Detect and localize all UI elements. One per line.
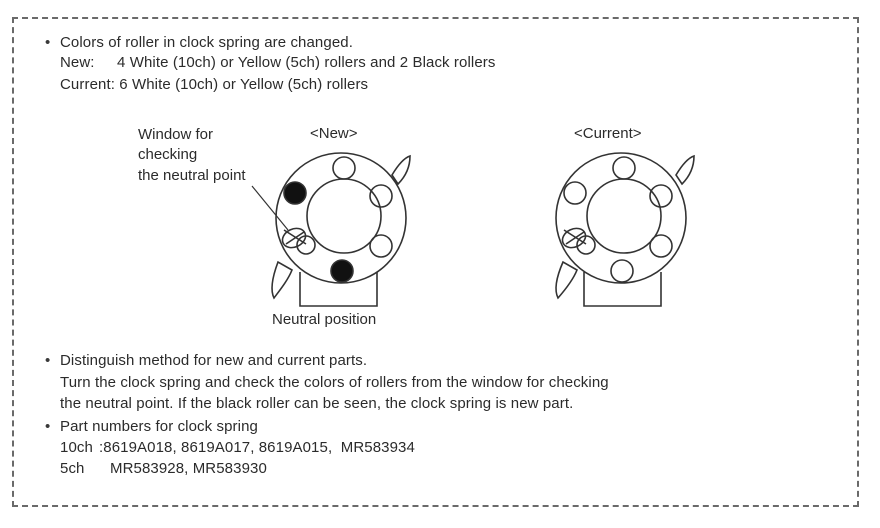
distinguish-line1: Turn the clock spring and check the colo… bbox=[60, 374, 609, 391]
current-inner-ring bbox=[586, 178, 662, 254]
new-diagram-title: <New> bbox=[310, 125, 358, 142]
new-description: 4 White (10ch) or Yellow (5ch) rollers a… bbox=[117, 54, 496, 71]
new-outer-ring bbox=[275, 152, 407, 284]
distinguish-line2: the neutral point. If the black roller c… bbox=[60, 395, 574, 412]
distinguish-heading: Distinguish method for new and current p… bbox=[60, 352, 368, 369]
new-inner-ring bbox=[306, 178, 382, 254]
window-label-line2: checking bbox=[138, 146, 198, 163]
new-clock-spring bbox=[251, 152, 411, 307]
new-white-roller bbox=[296, 235, 316, 255]
current-description: Current: 6 White (10ch) or Yellow (5ch) … bbox=[60, 76, 369, 93]
current-white-roller bbox=[649, 184, 673, 208]
current-white-roller bbox=[610, 259, 634, 283]
current-upper-tab bbox=[675, 154, 695, 186]
window-label-line3: the neutral point bbox=[138, 167, 246, 184]
new-upper-tab bbox=[391, 154, 411, 186]
new-white-roller bbox=[369, 234, 393, 258]
new-base-bracket bbox=[299, 272, 378, 307]
bullet-2: • bbox=[45, 352, 51, 369]
current-white-roller bbox=[649, 234, 673, 258]
new-black-roller bbox=[330, 259, 354, 283]
current-white-roller bbox=[576, 235, 596, 255]
part-row-10ch-label: 10ch bbox=[60, 439, 93, 456]
window-label-line1: Window for bbox=[138, 126, 214, 143]
dashed-frame bbox=[12, 17, 859, 507]
bullet-1: • bbox=[45, 34, 51, 51]
current-outer-ring bbox=[555, 152, 687, 284]
part-numbers-heading: Part numbers for clock spring bbox=[60, 418, 258, 435]
new-black-roller bbox=[283, 181, 307, 205]
neutral-position-label: Neutral position bbox=[272, 311, 377, 328]
current-white-roller bbox=[563, 181, 587, 205]
window-leader-line bbox=[251, 185, 289, 231]
new-label: New: bbox=[60, 54, 95, 71]
part-row-5ch-value: MR583928, MR583930 bbox=[110, 460, 267, 477]
current-white-roller bbox=[612, 156, 636, 180]
current-diagram-title: <Current> bbox=[574, 125, 642, 142]
part-row-5ch-label: 5ch bbox=[60, 460, 85, 477]
new-white-roller bbox=[369, 184, 393, 208]
new-lower-tab bbox=[271, 260, 294, 300]
current-base-bracket bbox=[583, 272, 662, 307]
part-row-10ch-value: :8619A018, 8619A017, 8619A015, MR583934 bbox=[99, 439, 415, 456]
current-lower-tab bbox=[555, 260, 579, 300]
current-clock-spring bbox=[555, 152, 695, 307]
new-white-roller bbox=[332, 156, 356, 180]
roller-change-heading: Colors of roller in clock spring are cha… bbox=[60, 34, 353, 51]
bullet-3: • bbox=[45, 418, 51, 435]
